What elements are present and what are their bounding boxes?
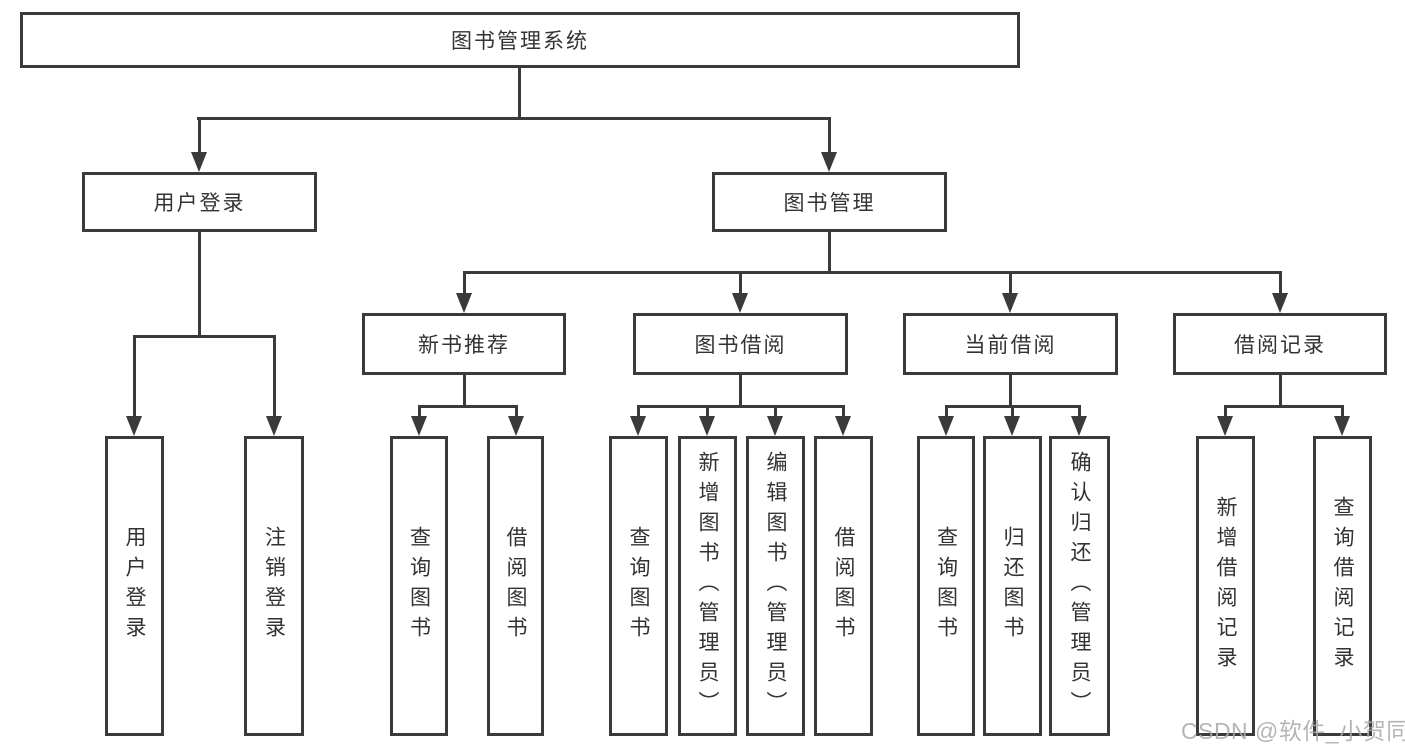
connector-drop: [1078, 405, 1081, 418]
connector-new-book-branch: [418, 405, 518, 408]
connector-current-borrowing-stub: [1009, 375, 1012, 406]
node-book-borrowing: 图书借阅: [633, 313, 848, 375]
node-label: 编辑图书（管理员）: [764, 451, 787, 721]
leaf-borrow-books-borrowing: 借阅图书: [814, 436, 873, 736]
connector-borrowing-records-branch: [1224, 405, 1344, 408]
connector-drop-new-book: [463, 271, 466, 295]
arrow-down-icon: [699, 416, 715, 436]
connector-drop: [1011, 405, 1014, 418]
arrow-down-icon: [821, 152, 837, 172]
node-label: 注销登录: [262, 526, 286, 646]
arrow-down-icon: [266, 416, 282, 436]
node-new-book-recommend: 新书推荐: [362, 313, 566, 375]
leaf-logout: 注销登录: [244, 436, 304, 736]
leaf-query-books-borrowing: 查询图书: [609, 436, 668, 736]
node-label: 查询图书: [934, 526, 958, 646]
connector-drop: [637, 405, 640, 418]
node-label: 用户登录: [153, 192, 246, 215]
connector-root-stub: [518, 68, 521, 118]
leaf-add-borrow-record: 新增借阅记录: [1196, 436, 1255, 736]
arrow-down-icon: [126, 416, 142, 436]
node-label: 用户登录: [123, 526, 146, 646]
node-label: 图书借阅: [694, 334, 787, 357]
arrow-down-icon: [508, 416, 524, 436]
connector-book-borrowing-stub: [739, 375, 742, 406]
arrow-down-icon: [630, 416, 646, 436]
connector-book-mgmt-stub: [828, 232, 831, 272]
connector-user-login-stub: [198, 232, 201, 336]
arrow-down-icon: [938, 416, 954, 436]
arrow-down-icon: [411, 416, 427, 436]
connector-drop-user-login: [198, 117, 201, 156]
connector-book-borrowing-branch: [637, 405, 845, 408]
connector-user-login-branch: [133, 335, 276, 338]
node-label: 新书推荐: [418, 334, 510, 357]
node-book-management: 图书管理: [712, 172, 947, 232]
connector-drop-leaf-user-login: [133, 335, 136, 416]
connector-drop: [1341, 405, 1344, 418]
connector-drop-current-borrowing: [1009, 271, 1012, 295]
connector-new-book-stub: [463, 375, 466, 406]
arrow-down-icon: [732, 293, 748, 313]
arrow-down-icon: [1217, 416, 1233, 436]
connector-drop: [515, 405, 518, 418]
arrow-down-icon: [1334, 416, 1350, 436]
node-library-management-system: 图书管理系统: [20, 12, 1020, 68]
leaf-add-book-admin: 新增图书（管理员）: [678, 436, 737, 736]
node-label: 图书管理: [783, 192, 876, 215]
node-current-borrowing: 当前借阅: [903, 313, 1118, 375]
connector-borrowing-records-stub: [1279, 375, 1282, 406]
connector-book-mgmt-branch: [463, 271, 1282, 274]
leaf-query-books-recommend: 查询图书: [390, 436, 448, 736]
node-label: 归还图书: [1001, 526, 1024, 646]
node-label: 查询图书: [407, 526, 431, 646]
node-label: 查询图书: [627, 526, 650, 646]
connector-drop: [418, 405, 421, 418]
connector-drop-book-borrowing: [739, 271, 742, 295]
arrow-down-icon: [1004, 416, 1020, 436]
csdn-watermark: CSDN @软件_小贺同学: [1181, 718, 1405, 744]
connector-root-branch: [197, 117, 831, 120]
leaf-edit-book-admin: 编辑图书（管理员）: [746, 436, 805, 736]
arrow-down-icon: [1071, 416, 1087, 436]
connector-drop-leaf-logout: [273, 335, 276, 416]
node-label: 查询借阅记录: [1331, 496, 1354, 676]
connector-drop: [842, 405, 845, 418]
leaf-user-login: 用户登录: [105, 436, 164, 736]
leaf-query-borrow-record: 查询借阅记录: [1313, 436, 1372, 736]
node-label: 借阅图书: [832, 526, 855, 646]
node-borrowing-records: 借阅记录: [1173, 313, 1387, 375]
connector-drop-borrowing-records: [1279, 271, 1282, 295]
node-label: 借阅图书: [504, 526, 527, 646]
node-label: 借阅记录: [1234, 334, 1326, 357]
node-label: 新增借阅记录: [1214, 496, 1237, 676]
leaf-borrow-books-recommend: 借阅图书: [487, 436, 544, 736]
leaf-query-books-current: 查询图书: [917, 436, 975, 736]
arrow-down-icon: [1272, 293, 1288, 313]
connector-drop: [945, 405, 948, 418]
arrow-down-icon: [1002, 293, 1018, 313]
node-user-login: 用户登录: [82, 172, 317, 232]
node-label: 新增图书（管理员）: [696, 451, 719, 721]
leaf-return-book: 归还图书: [983, 436, 1042, 736]
node-label: 当前借阅: [964, 334, 1057, 357]
node-label: 图书管理系统: [451, 30, 589, 53]
arrow-down-icon: [191, 152, 207, 172]
connector-drop: [774, 405, 777, 418]
connector-drop: [1224, 405, 1227, 418]
arrow-down-icon: [835, 416, 851, 436]
node-label: 确认归还（管理员）: [1068, 451, 1091, 721]
connector-drop: [706, 405, 709, 418]
arrow-down-icon: [767, 416, 783, 436]
arrow-down-icon: [456, 293, 472, 313]
leaf-confirm-return-admin: 确认归还（管理员）: [1049, 436, 1110, 736]
connector-drop-book-management: [828, 117, 831, 156]
